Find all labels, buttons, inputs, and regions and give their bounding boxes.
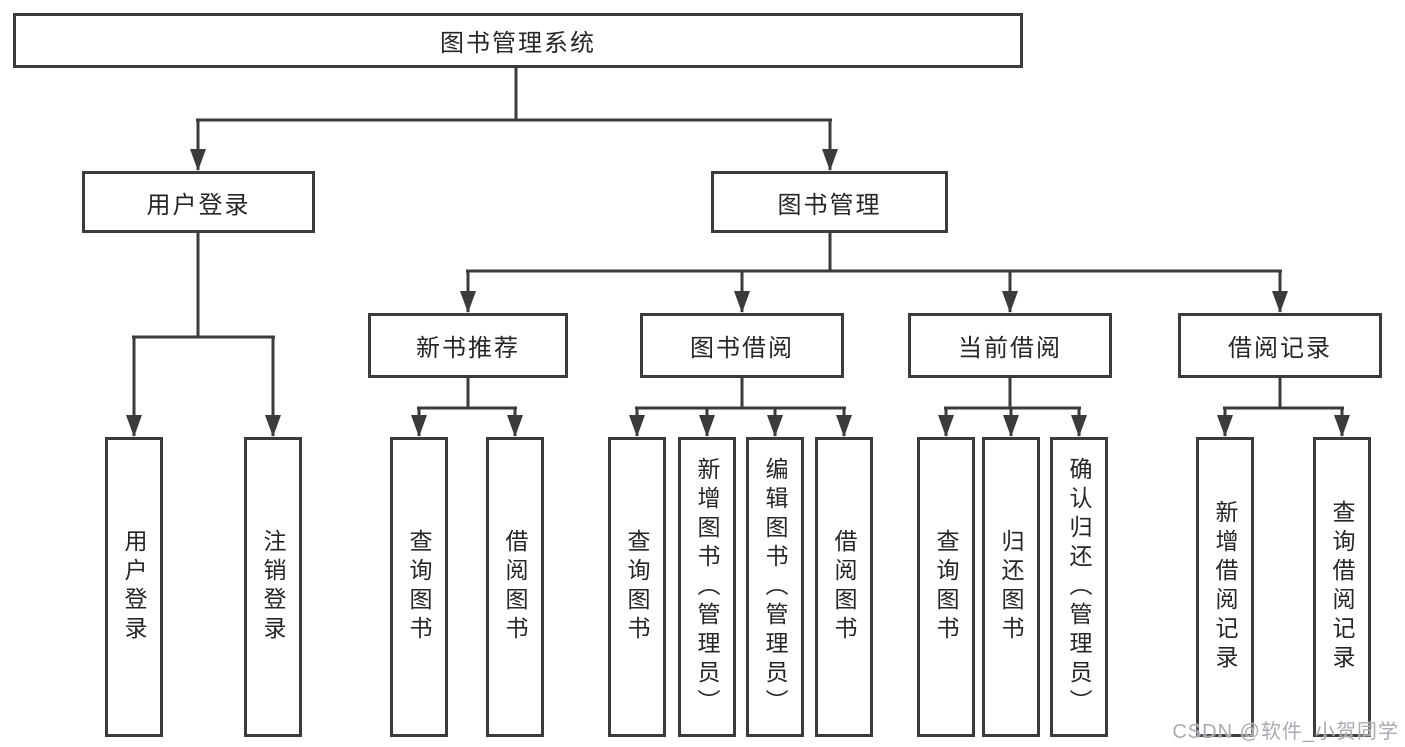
leaf-borrow-records-0: 新增借阅记录 [1196, 437, 1254, 737]
leaf-current-borrow-0: 查询图书 [917, 437, 975, 737]
connector-user-login-children [126, 233, 281, 437]
node-current-borrow: 当前借阅 [908, 313, 1112, 378]
leaf-user-login-1: 注销登录 [244, 437, 302, 737]
node-borrow-records: 借阅记录 [1178, 313, 1382, 378]
connector-current-borrow-children [938, 378, 1087, 437]
leaf-user-login-0: 用户登录 [105, 437, 163, 737]
leaf-book-borrow-0: 查询图书 [608, 437, 666, 737]
connector-book-borrow-children [629, 378, 852, 437]
leaf-book-borrow-1: 新增图书（管理员） [678, 437, 736, 737]
leaf-new-books-1: 借阅图书 [486, 437, 544, 737]
connector-new-books-children [411, 378, 523, 437]
leaf-borrow-records-1: 查询借阅记录 [1313, 437, 1371, 737]
leaf-book-borrow-3: 借阅图书 [815, 437, 873, 737]
node-new-books: 新书推荐 [368, 313, 568, 378]
leaf-new-books-0: 查询图书 [390, 437, 448, 737]
watermark: CSDN @软件_小贺同学 [1172, 721, 1399, 743]
node-book-borrow: 图书借阅 [640, 313, 844, 378]
leaf-current-borrow-1: 归还图书 [982, 437, 1040, 737]
leaf-current-borrow-2: 确认归还（管理员） [1050, 437, 1108, 737]
connector-borrow-records-children [1217, 378, 1350, 437]
leaf-book-borrow-2: 编辑图书（管理员） [746, 437, 804, 737]
connector-book-mgmt-children [460, 233, 1288, 313]
node-book-mgmt: 图书管理 [711, 171, 948, 233]
connector-root-to-level2 [190, 68, 838, 171]
node-user-login: 用户登录 [82, 171, 315, 233]
node-root: 图书管理系统 [13, 13, 1023, 68]
